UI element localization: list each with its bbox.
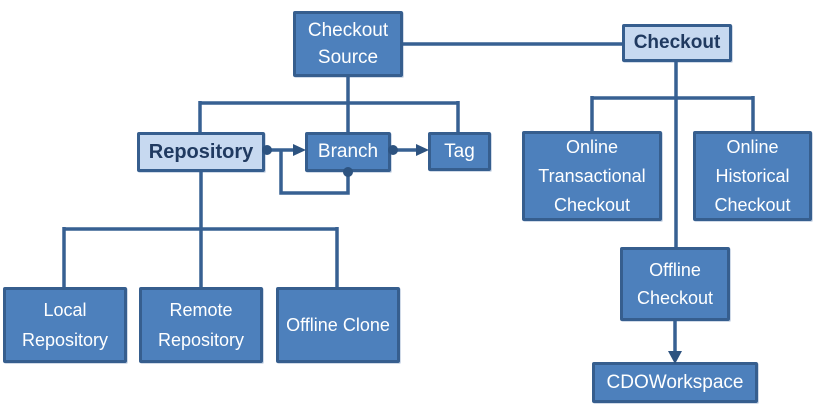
node-cdo-workspace[interactable]: CDOWorkspace xyxy=(592,362,758,403)
node-tag-label: Tag xyxy=(444,140,475,162)
node-offline-clone-label: Offline Clone xyxy=(286,315,390,335)
node-checkout[interactable]: Checkout xyxy=(622,24,732,62)
node-repository-label: Repository xyxy=(148,141,254,163)
node-branch[interactable]: Branch xyxy=(305,132,391,172)
node-cdo-workspace-label: CDOWorkspace xyxy=(606,371,744,393)
node-checkout-source-label: Checkout Source xyxy=(307,20,389,68)
node-remote-repository-label: Remote Repository xyxy=(157,300,245,350)
tree-connector-repository-children xyxy=(62,172,339,287)
link-offline-checkout-cdoworkspace xyxy=(668,321,682,364)
node-offline-checkout[interactable]: Offline Checkout xyxy=(620,247,730,321)
node-tag[interactable]: Tag xyxy=(428,132,491,171)
node-online-transactional-checkout[interactable]: Online Transactional Checkout xyxy=(522,131,662,221)
node-local-repository-label: Local Repository xyxy=(21,300,109,350)
node-checkout-label: Checkout xyxy=(633,32,721,53)
node-repository[interactable]: Repository xyxy=(137,132,265,172)
node-remote-repository[interactable]: Remote Repository xyxy=(139,287,263,363)
node-checkout-source[interactable]: Checkout Source xyxy=(293,11,403,77)
node-online-historical-checkout[interactable]: Online Historical Checkout xyxy=(693,131,812,221)
tree-connector-checkout-source-children xyxy=(198,77,460,132)
node-offline-clone[interactable]: Offline Clone xyxy=(276,287,400,363)
link-branch-tag xyxy=(388,144,429,156)
node-online-transactional-checkout-label: Online Transactional Checkout xyxy=(538,136,646,215)
node-offline-checkout-label: Offline Checkout xyxy=(636,260,714,308)
node-branch-label: Branch xyxy=(317,141,379,162)
node-local-repository[interactable]: Local Repository xyxy=(3,287,127,363)
node-online-historical-checkout-label: Online Historical Checkout xyxy=(714,136,791,215)
link-repository-branch xyxy=(262,144,306,156)
